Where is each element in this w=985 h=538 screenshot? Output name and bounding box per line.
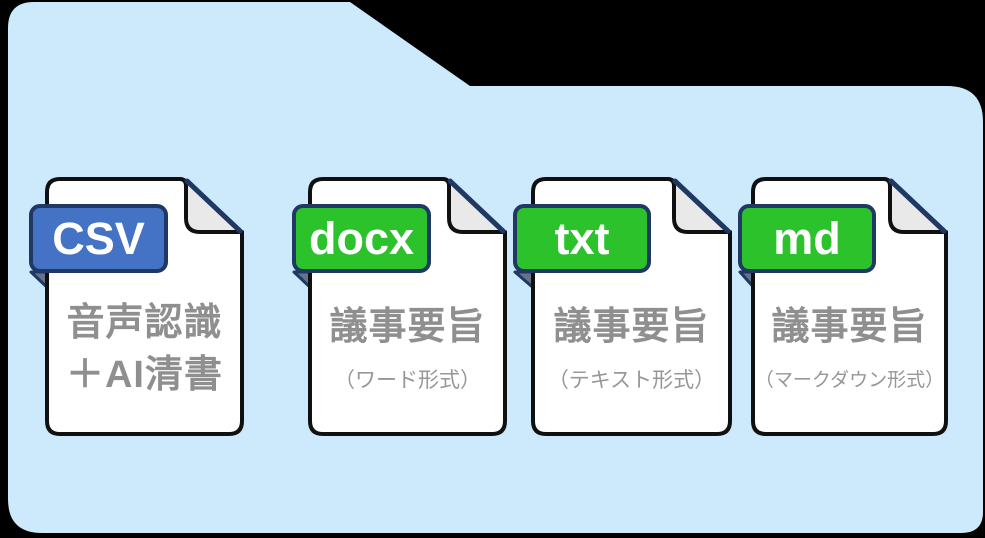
card-subtitle-docx: （ワード形式） [334, 369, 481, 392]
file-type-badge-csv: CSV [29, 204, 168, 273]
card-title-docx: 議事要旨 [329, 306, 486, 348]
card-title-csv: 音声認識 ＋AI清書 [65, 302, 223, 396]
card-subtitle-txt: （テキスト形式） [547, 369, 716, 392]
fold-edge [184, 178, 243, 234]
fold-edge [888, 178, 947, 234]
card-title-txt: 議事要旨 [553, 306, 710, 348]
file-type-badge-md: md [738, 204, 876, 273]
fold-edge [447, 178, 506, 234]
file-type-badge-docx: docx [292, 204, 431, 273]
card-subtitle-md: （マークダウン形式） [754, 370, 945, 391]
card-title-md: 議事要旨 [771, 306, 928, 348]
fold-edge [672, 178, 731, 234]
file-type-badge-txt: txt [513, 204, 651, 273]
